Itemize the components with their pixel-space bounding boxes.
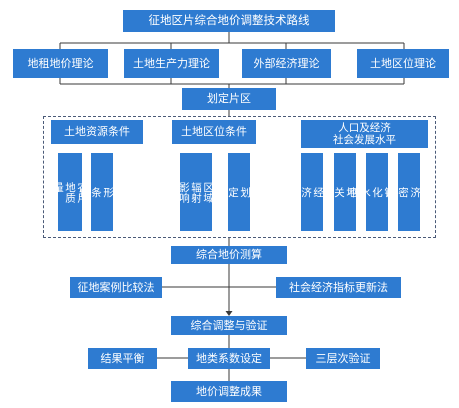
- divide-label: 划定片区: [207, 92, 251, 106]
- resource-condition-label: 土地资源条件: [64, 125, 130, 139]
- resource-item-farmland-quality: 农用 地质 量: [52, 153, 88, 231]
- location-item-text: 规 划 定 位: [214, 186, 264, 198]
- social-condition-label: 人口及经济 社会发展水平: [333, 121, 396, 146]
- result-box: 地价调整成果: [171, 381, 287, 402]
- location-item-center-radiation: 中心 区域 辐射 影响 度: [166, 153, 226, 231]
- theory-box-location: 土地区位理论: [357, 49, 449, 78]
- method-label: 社会经济指标更新法: [289, 280, 388, 294]
- social-item-text: 经 济 密 度: [384, 186, 434, 198]
- theory-label: 土地生产力理论: [133, 56, 210, 70]
- social-item-text: 人 地 关 系: [320, 186, 370, 198]
- calc-label: 综合地价测算: [196, 248, 262, 262]
- divide-box: 划定片区: [182, 88, 276, 110]
- check-box-coefficient: 地类系数设定: [188, 348, 270, 369]
- check-box-three-level: 三层次验证: [306, 348, 380, 369]
- method-box-indicator-update: 社会经济指标更新法: [276, 277, 401, 298]
- theory-box-external-economy: 外部经济理论: [242, 49, 331, 78]
- conditions-container: [43, 116, 436, 238]
- method-label: 征地案例比较法: [77, 280, 155, 294]
- method-box-case-comparison: 征地案例比较法: [70, 277, 162, 298]
- social-item-per-capita: 人 均 经 济 指 标: [276, 153, 348, 231]
- resource-item-terrain: 地 形 条 件: [78, 153, 126, 231]
- theory-box-productivity: 土地生产力理论: [124, 49, 219, 78]
- theory-label: 外部经济理论: [253, 56, 320, 70]
- check-label: 三层次验证: [315, 351, 371, 365]
- theory-box-land-rent: 地租地价理论: [13, 49, 108, 78]
- check-label: 地类系数设定: [196, 351, 262, 365]
- location-condition-label: 土地区位条件: [181, 125, 247, 139]
- check-label: 结果平衡: [100, 351, 145, 365]
- location-item-text: 中心 区域 辐射 影响 度: [165, 181, 227, 203]
- check-box-balance: 结果平衡: [88, 348, 157, 369]
- resource-item-text: 农用 地质 量: [51, 181, 89, 203]
- adjust-box: 综合调整与验证: [171, 316, 287, 335]
- theory-label: 地租地价理论: [27, 56, 94, 70]
- social-item-economic-density: 经 济 密 度: [385, 153, 433, 231]
- social-condition-box: 人口及经济 社会发展水平: [301, 120, 428, 148]
- title-box: 征地区片综合地价调整技术路线: [123, 10, 335, 32]
- theory-label: 土地区位理论: [370, 56, 436, 70]
- adjust-label: 综合调整与验证: [190, 318, 268, 332]
- resource-item-text: 地 形 条 件: [77, 186, 127, 198]
- title-text: 征地区片综合地价调整技术路线: [148, 13, 310, 28]
- social-item-land-relation: 人 地 关 系: [321, 153, 369, 231]
- calc-box: 综合地价测算: [171, 246, 287, 264]
- location-item-planning: 规 划 定 位: [215, 153, 263, 231]
- location-condition-box: 土地区位条件: [172, 120, 256, 144]
- result-label: 地价调整成果: [196, 384, 262, 398]
- resource-condition-box: 土地资源条件: [51, 120, 143, 144]
